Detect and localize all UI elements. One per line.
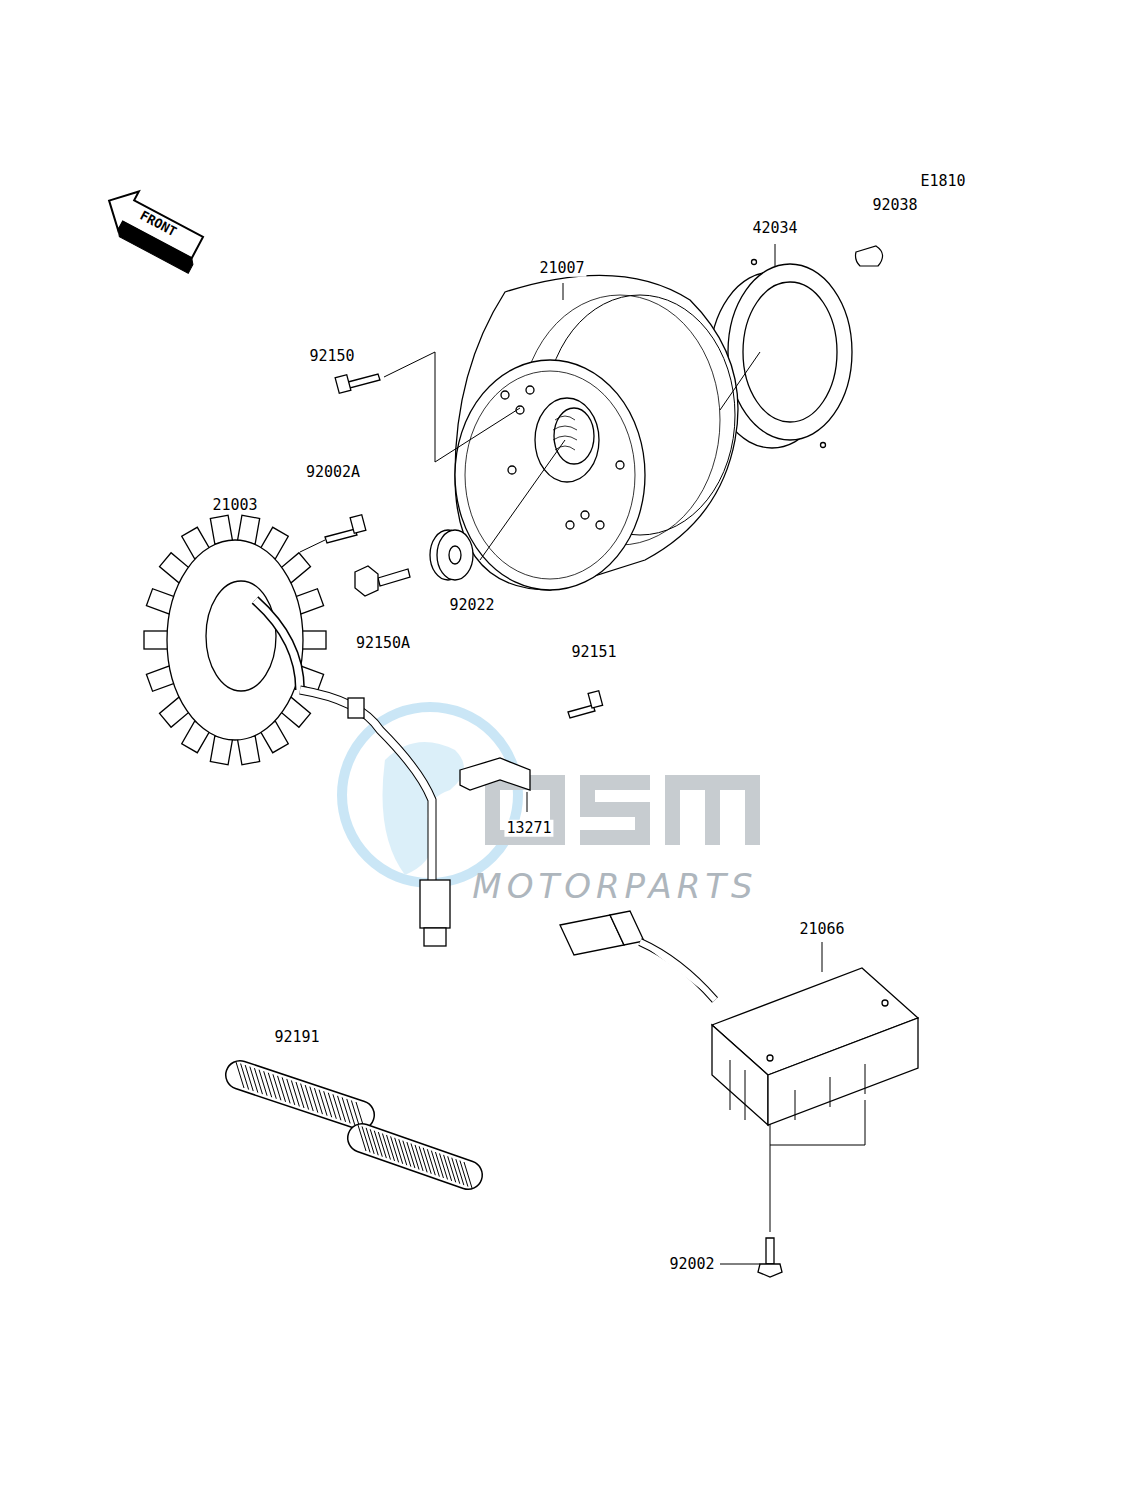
woodruff-key	[856, 246, 883, 266]
part-number: 92038	[870, 197, 919, 214]
part-number: 42034	[750, 220, 799, 237]
coil-spring	[236, 1062, 472, 1188]
washer	[430, 530, 473, 580]
part-number: 21007	[537, 260, 586, 277]
part-number: 92151	[569, 644, 618, 661]
watermark-logo	[342, 707, 760, 883]
part-number: 92002	[667, 1256, 716, 1273]
flywheel-rotor	[455, 275, 738, 590]
front-arrow	[96, 181, 211, 273]
watermark: MOTORPARTS	[470, 868, 759, 905]
part-number: 92002A	[304, 464, 362, 481]
stator-harness	[300, 690, 450, 946]
part-number: 21066	[797, 921, 846, 938]
figure-code: E1810	[918, 173, 967, 190]
clamp	[460, 758, 530, 790]
part-number: 13271	[504, 820, 553, 837]
stator-coil	[144, 515, 326, 764]
part-number: 21003	[210, 497, 259, 514]
part-number: 92150A	[354, 635, 412, 652]
part-number: 92022	[447, 597, 496, 614]
bolts	[325, 374, 782, 1277]
regulator-rectifier	[560, 911, 918, 1125]
part-number: 92191	[272, 1029, 321, 1046]
part-number: 92150	[307, 348, 356, 365]
